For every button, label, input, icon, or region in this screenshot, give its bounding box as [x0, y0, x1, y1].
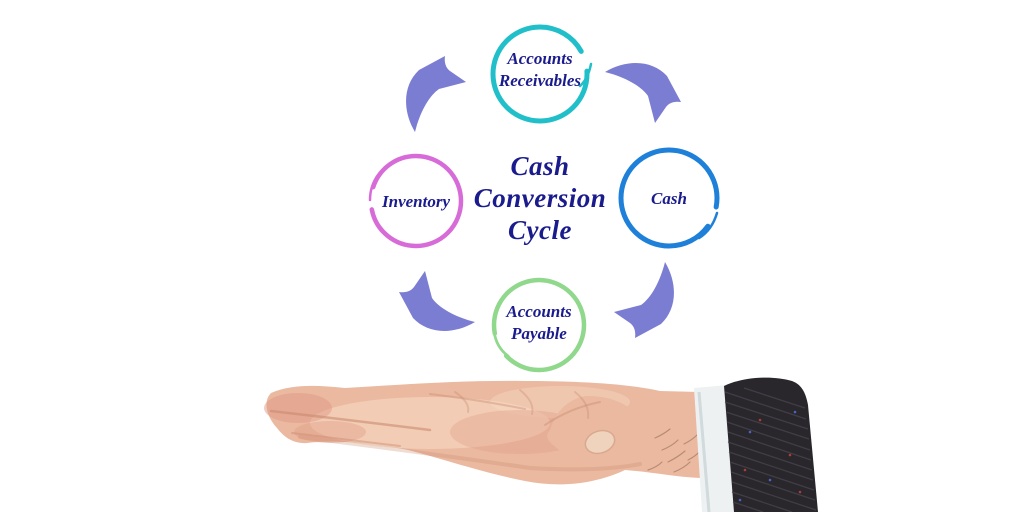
inventory-ring: [368, 153, 464, 249]
cash-ring: [618, 147, 720, 249]
texture-line: [727, 431, 812, 461]
brush-tail: [578, 62, 593, 88]
texture-line: [724, 401, 809, 430]
texture-line: [724, 391, 807, 420]
title-line3: Cycle: [508, 215, 572, 245]
fabric-fleck: [738, 498, 742, 502]
thumbnail: [584, 429, 616, 455]
hand-photo: [264, 377, 818, 512]
fabric-fleck: [743, 468, 747, 472]
wrist-hair: [647, 428, 701, 473]
diagram-title: Cash Conversion Cycle: [474, 151, 607, 245]
accounts-receivables-label-line2: Receivables: [498, 71, 582, 90]
cash-label: Cash: [651, 189, 687, 208]
inventory-label: Inventory: [381, 192, 450, 211]
brush-tail: [368, 173, 380, 202]
cuff-shade: [697, 391, 711, 512]
finger-creases: [269, 389, 642, 472]
sleeve-flecks: [738, 410, 802, 502]
node-inventory: Inventory: [368, 153, 464, 249]
texture-line: [728, 451, 814, 481]
node-accounts-payable: Accounts Payable: [491, 277, 587, 373]
accounts-receivables-label-line1: Accounts: [506, 49, 573, 68]
fabric-fleck: [793, 410, 797, 414]
texture-line: [727, 441, 813, 471]
texture-line: [730, 471, 816, 501]
arrow-payable-to-inventory-icon: [399, 271, 475, 331]
fabric-fleck: [758, 418, 762, 422]
sleeve-texture: [724, 387, 817, 512]
thumb: [547, 395, 644, 463]
texture-line: [731, 481, 817, 511]
accounts-payable-label-line1: Accounts: [505, 302, 572, 321]
arrow-inventory-to-receivables-icon: [406, 56, 466, 132]
fabric-fleck: [768, 478, 772, 482]
arrow-receivables-to-cash-icon: [605, 63, 681, 123]
accounts-payable-label-line2: Payable: [510, 324, 567, 343]
title-line1: Cash: [510, 151, 569, 181]
fabric-fleck: [748, 430, 752, 434]
texture-line: [725, 411, 810, 440]
cycle-diagram: Accounts Receivables Cash Inventory Acco…: [368, 24, 720, 373]
arrow-cash-to-payable-icon: [614, 262, 674, 338]
fabric-fleck: [788, 453, 792, 457]
texture-line: [729, 461, 815, 491]
fabric-fleck: [798, 490, 802, 494]
texture-line: [732, 501, 764, 512]
texture-line: [726, 421, 811, 451]
accounts-payable-ring: [491, 277, 587, 373]
brush-tail: [492, 329, 510, 358]
node-cash: Cash: [618, 147, 720, 249]
brush-tail: [697, 211, 719, 240]
texture-line: [743, 387, 806, 409]
title-line2: Conversion: [474, 183, 607, 213]
node-accounts-receivables: Accounts Receivables: [490, 24, 593, 124]
texture-line: [731, 491, 793, 512]
